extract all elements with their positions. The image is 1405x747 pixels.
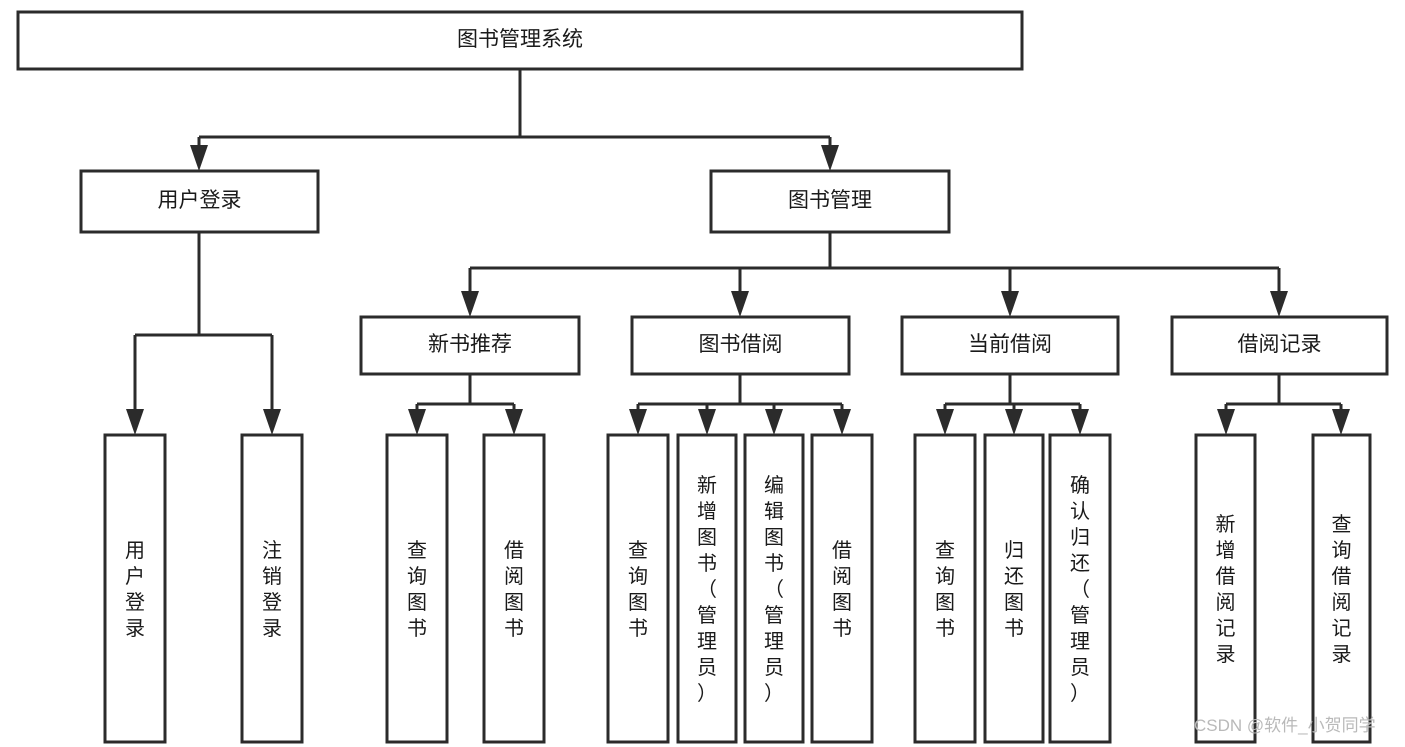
node-label-leaf-query-book-cur: 查询图书 (935, 539, 955, 640)
node-box-leaf-add-book[interactable] (676, 433, 738, 744)
arrow-head-icon (1001, 291, 1019, 317)
node-leaf-confirm-return[interactable]: 确认归还（管理员） (1048, 433, 1112, 744)
node-label-root: 图书管理系统 (457, 28, 583, 51)
arrow-head-icon (505, 409, 523, 435)
node-label-leaf-borrow-book-rec: 借阅图书 (504, 539, 524, 640)
edge-group-new-book-rec-to-leaves (408, 374, 523, 435)
node-box-leaf-query-book-cur[interactable] (913, 433, 977, 744)
edge-group-borrow-record-to-leaves (1217, 374, 1350, 435)
edge-group-book-manage-to-level2 (461, 232, 1288, 317)
node-box-root[interactable] (16, 10, 1024, 71)
node-label-leaf-query-book: 查询图书 (628, 539, 648, 640)
edge-group-root-to-level1 (190, 69, 839, 171)
node-box-user-login[interactable] (79, 169, 320, 234)
arrow-head-icon (461, 291, 479, 317)
node-new-book-rec[interactable]: 新书推荐 (359, 315, 581, 376)
node-box-leaf-query-book-rec[interactable] (385, 433, 449, 744)
node-box-book-borrow[interactable] (630, 315, 851, 376)
arrow-head-icon (408, 409, 426, 435)
node-box-leaf-borrow-book-rec[interactable] (482, 433, 546, 744)
node-leaf-query-book-cur[interactable]: 查询图书 (913, 433, 977, 744)
node-box-book-manage[interactable] (709, 169, 951, 234)
node-leaf-borrow-book[interactable]: 借阅图书 (810, 433, 874, 744)
node-label-current-borrow: 当前借阅 (968, 333, 1052, 356)
node-leaf-borrow-book-rec[interactable]: 借阅图书 (482, 433, 546, 744)
edge-group-book-borrow-to-leaves (629, 374, 851, 435)
node-label-leaf-query-record: 查询借阅记录 (1332, 513, 1352, 666)
node-leaf-user-logout[interactable]: 注销登录 (240, 433, 304, 744)
node-box-new-book-rec[interactable] (359, 315, 581, 376)
node-label-leaf-borrow-book: 借阅图书 (832, 539, 852, 640)
arrow-head-icon (1332, 409, 1350, 435)
node-box-current-borrow[interactable] (900, 315, 1120, 376)
node-label-leaf-return-book: 归还图书 (1004, 539, 1024, 640)
arrow-head-icon (821, 145, 839, 171)
node-book-manage[interactable]: 图书管理 (709, 169, 951, 234)
node-box-leaf-add-record[interactable] (1194, 433, 1257, 744)
node-leaf-query-record[interactable]: 查询借阅记录 (1311, 433, 1372, 744)
node-label-leaf-edit-book: 编辑图书（管理员） (764, 474, 784, 705)
node-leaf-add-book[interactable]: 新增图书（管理员） (676, 433, 738, 744)
node-box-leaf-query-record[interactable] (1311, 433, 1372, 744)
node-label-book-manage: 图书管理 (788, 189, 872, 212)
arrow-head-icon (126, 409, 144, 435)
arrow-head-icon (833, 409, 851, 435)
node-label-leaf-query-book-rec: 查询图书 (407, 539, 427, 640)
arrow-head-icon (731, 291, 749, 317)
arrow-head-icon (1217, 409, 1235, 435)
csdn-watermark: CSDN @软件_小贺同学 (1194, 716, 1376, 735)
arrow-head-icon (263, 409, 281, 435)
node-box-leaf-user-login[interactable] (103, 433, 167, 744)
node-leaf-user-login[interactable]: 用户登录 (103, 433, 167, 744)
arrow-head-icon (1005, 409, 1023, 435)
node-box-leaf-edit-book[interactable] (743, 433, 805, 744)
node-user-login[interactable]: 用户登录 (79, 169, 320, 234)
node-box-leaf-borrow-book[interactable] (810, 433, 874, 744)
node-label-leaf-confirm-return: 确认归还（管理员） (1070, 474, 1090, 705)
node-borrow-record[interactable]: 借阅记录 (1170, 315, 1389, 376)
node-box-borrow-record[interactable] (1170, 315, 1389, 376)
arrow-head-icon (936, 409, 954, 435)
arrow-head-icon (629, 409, 647, 435)
node-label-leaf-user-login: 用户登录 (125, 540, 145, 640)
node-leaf-query-book-rec[interactable]: 查询图书 (385, 433, 449, 744)
node-book-borrow[interactable]: 图书借阅 (630, 315, 851, 376)
node-label-borrow-record: 借阅记录 (1238, 333, 1322, 356)
node-leaf-add-record[interactable]: 新增借阅记录 (1194, 433, 1257, 744)
node-box-leaf-confirm-return[interactable] (1048, 433, 1112, 744)
node-leaf-edit-book[interactable]: 编辑图书（管理员） (743, 433, 805, 744)
connector-layer (126, 69, 1350, 435)
node-leaf-return-book[interactable]: 归还图书 (983, 433, 1045, 744)
node-box-leaf-query-book[interactable] (606, 433, 670, 744)
node-label-leaf-add-book: 新增图书（管理员） (697, 474, 717, 705)
edge-group-current-borrow-to-leaves (936, 374, 1089, 435)
node-label-book-borrow: 图书借阅 (699, 333, 783, 356)
arrow-head-icon (190, 145, 208, 171)
node-box-leaf-user-logout[interactable] (240, 433, 304, 744)
node-label-user-login: 用户登录 (158, 189, 242, 212)
arrow-head-icon (765, 409, 783, 435)
node-layer: 图书管理系统用户登录图书管理新书推荐图书借阅当前借阅借阅记录用户登录注销登录查询… (16, 10, 1389, 744)
node-label-new-book-rec: 新书推荐 (428, 333, 512, 356)
arrow-head-icon (1270, 291, 1288, 317)
node-label-leaf-add-record: 新增借阅记录 (1216, 513, 1236, 666)
node-root[interactable]: 图书管理系统 (16, 10, 1024, 71)
arrow-head-icon (1071, 409, 1089, 435)
edge-group-user-login-to-leaves (126, 232, 281, 435)
node-leaf-query-book[interactable]: 查询图书 (606, 433, 670, 744)
node-box-leaf-return-book[interactable] (983, 433, 1045, 744)
node-label-leaf-user-logout: 注销登录 (262, 539, 282, 640)
arrow-head-icon (698, 409, 716, 435)
node-current-borrow[interactable]: 当前借阅 (900, 315, 1120, 376)
